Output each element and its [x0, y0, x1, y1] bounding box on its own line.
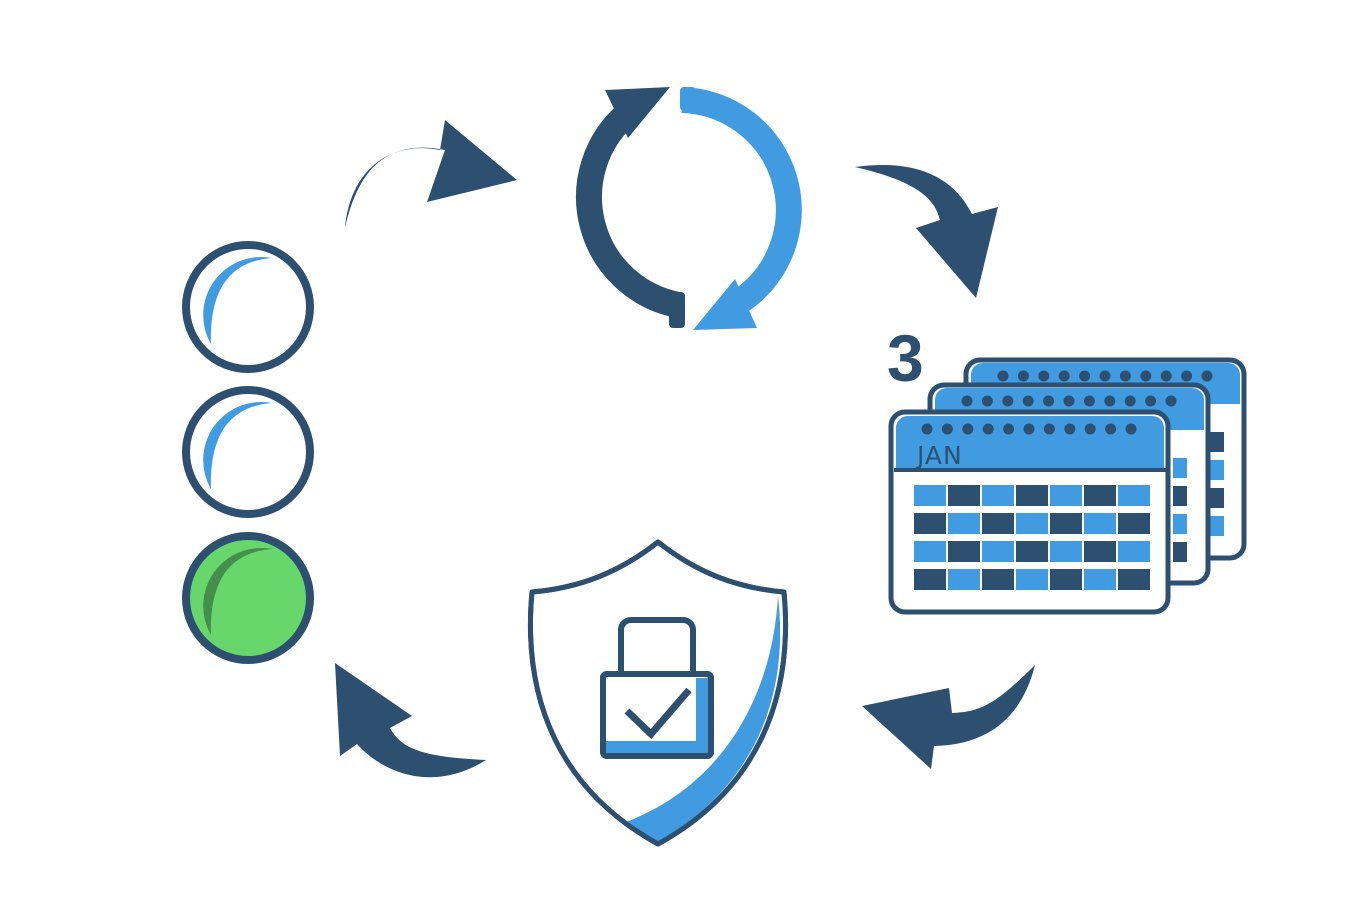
- binder-dot: [921, 423, 933, 435]
- arrow-bottom-to-left: [335, 663, 486, 778]
- calendar-cell: [1118, 541, 1150, 562]
- binder-dot: [941, 423, 953, 435]
- calendar-grid: [914, 485, 1150, 590]
- binder-dot: [1023, 423, 1035, 435]
- binder-dot: [1160, 370, 1172, 382]
- calendar-cell: [948, 569, 980, 590]
- calendar-cell: [1210, 432, 1224, 452]
- calendar-cell: [1084, 569, 1116, 590]
- binder-dot: [1099, 370, 1111, 382]
- binder-dot: [962, 423, 974, 435]
- binder-dot: [1003, 423, 1015, 435]
- binder-dot: [1124, 395, 1136, 407]
- refresh-cycle-icon: [576, 87, 802, 330]
- binder-dot: [1017, 370, 1029, 382]
- binder-dot: [982, 423, 994, 435]
- calendar-cell: [914, 541, 946, 562]
- calendar-cell: [1173, 458, 1187, 478]
- calendar-cell: [914, 513, 946, 534]
- calendar-cell: [1016, 485, 1048, 506]
- arrow-right-to-bottom: [862, 665, 1035, 769]
- binder-dot: [1064, 423, 1076, 435]
- calendar-count-label: 3: [887, 321, 924, 395]
- calendar-stack-icon: JAN: [888, 357, 1247, 615]
- binder-dot: [1165, 395, 1177, 407]
- calendar-cell: [1210, 460, 1224, 480]
- binder-dot: [1105, 423, 1117, 435]
- calendar-cell: [1118, 569, 1150, 590]
- binder-dot: [961, 395, 973, 407]
- calendar-cell: [1173, 514, 1187, 534]
- status-circles-icon: [182, 241, 314, 664]
- calendar-cell: [1084, 541, 1116, 562]
- shield-lock-check-icon: [527, 539, 789, 847]
- binder-dot: [1058, 370, 1070, 382]
- binder-dot: [1140, 370, 1152, 382]
- calendar-cell: [948, 485, 980, 506]
- binder-dot: [1043, 423, 1055, 435]
- calendar-cell: [1050, 569, 1082, 590]
- binder-dot: [1119, 370, 1131, 382]
- calendar-cell: [982, 485, 1014, 506]
- binder-dot: [1181, 370, 1193, 382]
- calendar-cell: [1210, 488, 1224, 508]
- binder-dot: [1079, 370, 1091, 382]
- calendar-cell: [1050, 541, 1082, 562]
- binder-dot: [1043, 395, 1055, 407]
- calendar-cell: [982, 513, 1014, 534]
- status-circle-3: [182, 532, 314, 664]
- calendar-cell: [1050, 485, 1082, 506]
- status-circle-1: [182, 241, 314, 373]
- status-circle-2: [182, 386, 314, 518]
- binder-dot: [981, 395, 993, 407]
- calendar-cell: [948, 513, 980, 534]
- binder-dot: [1002, 395, 1014, 407]
- checkmark-icon: [624, 687, 692, 740]
- calendar-cell: [1050, 513, 1082, 534]
- calendar-month-label: JAN: [915, 441, 963, 470]
- binder-dot: [997, 370, 1009, 382]
- calendar-cell: [914, 569, 946, 590]
- binder-dot: [1038, 370, 1050, 382]
- arrow-top-to-right: [855, 164, 998, 298]
- binder-dot: [1022, 395, 1034, 407]
- calendar-cell: [1016, 569, 1048, 590]
- binder-dot: [1104, 395, 1116, 407]
- binder-dot: [1083, 395, 1095, 407]
- calendar-cell: [1173, 486, 1187, 506]
- binder-dot: [1201, 370, 1213, 382]
- calendar-cell: [1084, 513, 1116, 534]
- calendar-cell: [982, 541, 1014, 562]
- calendar-cell: [914, 485, 946, 506]
- binder-dot: [1084, 423, 1096, 435]
- calendar-cell: [982, 569, 1014, 590]
- calendar-cell: [1173, 542, 1187, 562]
- binder-dot: [1145, 395, 1157, 407]
- calendar-cell: [1084, 485, 1116, 506]
- arrow-left-to-top: [345, 120, 517, 228]
- calendar-cell: [1016, 513, 1048, 534]
- calendar-cell: [1118, 513, 1150, 534]
- calendar-cell: [1210, 516, 1224, 536]
- calendar-cell: [1016, 541, 1048, 562]
- calendar-cell: [948, 541, 980, 562]
- binder-dot: [1063, 395, 1075, 407]
- binder-dot: [1125, 423, 1137, 435]
- calendar-cell: [1118, 485, 1150, 506]
